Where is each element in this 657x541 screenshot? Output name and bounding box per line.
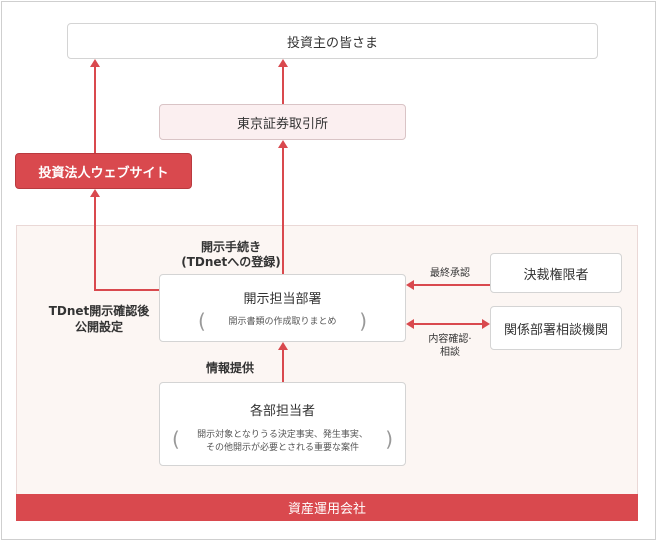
website-label: 投資法人ウェブサイト (38, 165, 169, 181)
related-depts-label: 関係部署相談機関 (503, 322, 608, 338)
investors-box: 投資主の皆さま (67, 23, 598, 59)
content-check-label-line1: 内容確認· (428, 334, 472, 345)
arrowhead-icon (278, 59, 288, 67)
disclosure-dept-box: 開示担当部署 ( 開示書類の作成取りまとめ ) (159, 274, 406, 342)
disclosure-dept-note: 開示書類の作成取りまとめ (228, 317, 337, 327)
procedure-label-line1: 開示手続き (200, 240, 261, 254)
each-dept-box: 各部担当者 ( 開示対象となりうる決定事実、発生事実、 その他開示が必要とされる… (159, 382, 406, 466)
arrow-disclosure-to-website (94, 196, 159, 291)
arrowhead-icon (278, 140, 288, 148)
info-provision-label: 情報提供 (205, 361, 254, 375)
related-depts-box: 関係部署相談機関 (490, 306, 622, 350)
after-tdnet-label-line2: 公開設定 (74, 320, 123, 334)
procedure-label-line2: (TDnetへの登録) (181, 255, 281, 269)
content-check-label-line2: 相談 (440, 347, 460, 358)
arrowhead-icon (406, 319, 414, 329)
each-dept-note-line2: その他開示が必要とされる重要な案件 (205, 443, 359, 453)
final-approval-label: 最終承認 (430, 268, 470, 279)
arrowhead-icon (90, 189, 100, 197)
arrowhead-icon (406, 280, 414, 290)
website-box: 投資法人ウェブサイト (15, 153, 192, 189)
decision-authority-label: 決裁権限者 (523, 267, 589, 283)
each-dept-title: 各部担当者 (249, 404, 315, 419)
each-dept-note-line1: 開示対象となりうる決定事実、発生事実、 (197, 430, 368, 440)
paren-right-icon: ) (385, 427, 393, 451)
paren-right-icon: ) (359, 309, 367, 333)
disclosure-dept-title: 開示担当部署 (243, 292, 322, 307)
after-tdnet-label-line1: TDnet開示確認後 (48, 304, 150, 318)
asset-manager-label: 資産運用会社 (16, 494, 638, 521)
paren-left-icon: ( (172, 427, 180, 451)
exchange-box: 東京証券取引所 (159, 104, 406, 140)
decision-authority-box: 決裁権限者 (490, 253, 622, 293)
investors-label: 投資主の皆さま (286, 35, 378, 51)
arrowhead-icon (90, 59, 100, 67)
paren-left-icon: ( (198, 309, 206, 333)
arrowhead-icon (482, 319, 490, 329)
arrowhead-icon (278, 342, 288, 350)
exchange-label: 東京証券取引所 (236, 116, 328, 132)
